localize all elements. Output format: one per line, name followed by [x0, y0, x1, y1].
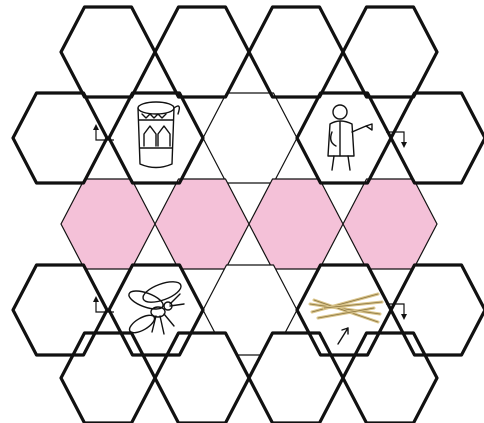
hex-cell-highlighted	[61, 179, 155, 269]
hex-cell	[249, 7, 343, 97]
hex-cell	[155, 7, 249, 97]
hex-cell	[343, 7, 437, 97]
hex-cell	[203, 93, 297, 183]
hex-cell-highlighted	[155, 179, 249, 269]
hex-cell	[61, 7, 155, 97]
hex-cell	[13, 93, 107, 183]
hex-cell-highlighted	[249, 179, 343, 269]
hex-cells	[13, 7, 484, 423]
hex-cell-highlighted	[343, 179, 437, 269]
